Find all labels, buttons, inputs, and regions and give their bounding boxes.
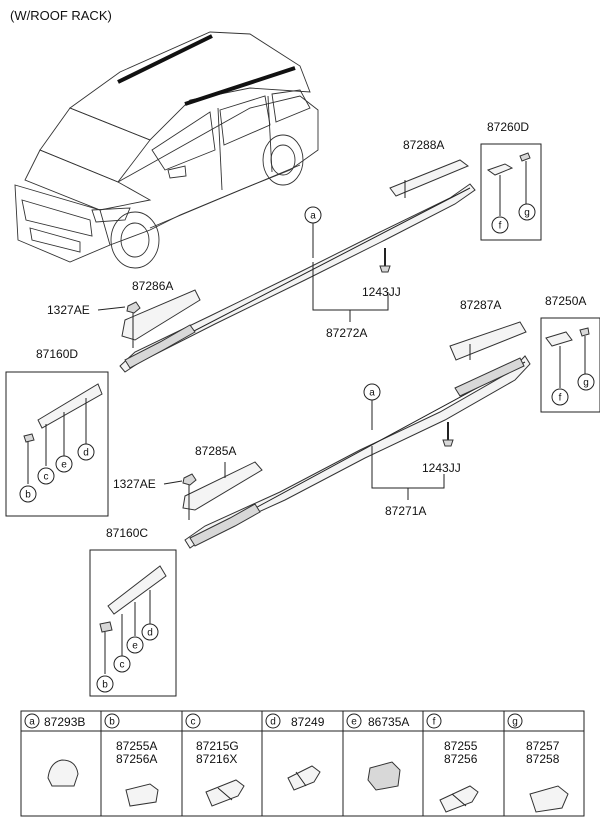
svg-text:f: f <box>433 717 436 728</box>
clip-87249-illustration <box>287 765 321 791</box>
callout-87287A: 87287A <box>460 298 501 312</box>
pad-86735A-illustration <box>367 761 401 791</box>
detail-box-87250A <box>540 317 600 413</box>
svg-text:c: c <box>191 717 196 728</box>
svg-text:87258: 87258 <box>526 752 560 766</box>
callout-87260D: 87260D <box>487 120 529 134</box>
marker-a-lower: a <box>363 383 381 401</box>
callout-87285A: 87285A <box>195 444 236 458</box>
upper-rail-assembly <box>119 159 476 373</box>
marker-g-87260D: g <box>518 203 536 221</box>
vehicle-illustration <box>14 31 319 269</box>
svg-text:f: f <box>499 221 502 232</box>
callout-87160D: 87160D <box>36 347 78 361</box>
legend-cell-c: c 87215G 87216X <box>185 713 245 807</box>
callout-1327AE-bottom: 1327AE <box>113 477 156 491</box>
svg-text:87256A: 87256A <box>116 752 157 766</box>
marker-b-87160C: b <box>96 675 114 693</box>
bracket-87255-illustration <box>439 785 479 813</box>
marker-c-87160C: c <box>113 655 131 673</box>
legend-table: a 87293B b 87255A 87256A c 87215G 87216X… <box>20 710 585 817</box>
callout-87272A: 87272A <box>326 326 367 340</box>
rear-cover-87287A <box>449 321 527 361</box>
svg-text:87255A: 87255A <box>116 739 157 753</box>
svg-text:g: g <box>512 717 518 728</box>
svg-text:d: d <box>147 628 153 639</box>
clip-g-87250A <box>579 327 590 337</box>
front-cover-87286A <box>121 289 201 341</box>
svg-text:86735A: 86735A <box>368 715 409 729</box>
rear-cover-87288A <box>389 159 469 197</box>
callout-87160C: 87160C <box>106 526 148 540</box>
svg-text:87256: 87256 <box>444 752 478 766</box>
marker-g-87250A: g <box>577 373 595 391</box>
clip-g-87260D <box>519 152 531 162</box>
detail-box-87260D <box>480 143 542 241</box>
callout-87250A: 87250A <box>545 294 586 308</box>
svg-text:87257: 87257 <box>526 739 560 753</box>
detail-box-87160C <box>89 549 177 697</box>
svg-text:b: b <box>102 680 108 691</box>
callout-87286A: 87286A <box>132 279 173 293</box>
end-cap-87160C <box>107 565 167 615</box>
cap-87293B-illustration <box>47 759 79 787</box>
lower-rail-assembly <box>182 321 531 549</box>
svg-text:e: e <box>351 717 357 728</box>
svg-text:e: e <box>132 641 138 652</box>
legend-cell-f: f 87255 87256 <box>426 713 479 813</box>
marker-a-upper: a <box>304 206 322 224</box>
marker-b-87160D: b <box>19 485 37 503</box>
marker-e-87160C: e <box>126 636 144 654</box>
svg-text:g: g <box>524 208 530 219</box>
marker-f-87250A: f <box>551 388 569 406</box>
svg-text:c: c <box>44 472 49 483</box>
marker-f-87260D: f <box>491 216 509 234</box>
svg-text:87216X: 87216X <box>196 752 237 766</box>
marker-d-87160D: d <box>77 443 95 461</box>
svg-text:g: g <box>583 378 589 389</box>
legend-cell-a: a 87293B <box>24 713 85 787</box>
legend-cell-g: g 87257 87258 <box>507 713 569 813</box>
detail-box-87160D <box>5 371 109 517</box>
svg-text:f: f <box>559 393 562 404</box>
svg-text:d: d <box>270 717 276 728</box>
callout-1327AE-top: 1327AE <box>47 303 90 317</box>
bracket-87255A-illustration <box>125 783 159 807</box>
callout-87288A: 87288A <box>403 138 444 152</box>
svg-text:d: d <box>83 448 89 459</box>
legend-cell-b: b 87255A 87256A <box>104 713 159 807</box>
end-cap-87160D <box>37 383 103 429</box>
svg-text:b: b <box>109 717 115 728</box>
legend-cell-e: e 86735A <box>346 713 409 791</box>
bracket-f-87250A <box>545 331 573 347</box>
bracket-f-87260D <box>486 163 514 176</box>
callout-1243JJ-top: 1243JJ <box>362 285 401 299</box>
cover-87257-illustration <box>529 785 569 813</box>
clip-87215G-illustration <box>205 779 245 807</box>
front-cover-87285A <box>182 461 263 511</box>
marker-d-87160C: d <box>141 623 159 641</box>
svg-text:b: b <box>25 490 31 501</box>
callout-1243JJ-bottom: 1243JJ <box>422 461 461 475</box>
svg-text:e: e <box>61 460 67 471</box>
marker-c-87160D: c <box>37 467 55 485</box>
nut-1327AE-bottom <box>182 473 197 486</box>
svg-text:c: c <box>120 660 125 671</box>
svg-text:a: a <box>369 388 375 399</box>
svg-text:a: a <box>29 717 35 728</box>
svg-text:87249: 87249 <box>291 715 325 729</box>
nut-1327AE-top <box>126 301 141 314</box>
callout-87271A: 87271A <box>385 504 426 518</box>
svg-text:a: a <box>310 211 316 222</box>
svg-text:87255: 87255 <box>444 739 478 753</box>
legend-cell-d: d 87249 <box>265 713 325 791</box>
diagram-title: (W/ROOF RACK) <box>10 8 112 23</box>
roof-rail-left-highlight <box>117 34 213 84</box>
svg-text:87215G: 87215G <box>196 739 239 753</box>
roof-rail-right-highlight <box>184 66 296 106</box>
marker-e-87160D: e <box>55 455 73 473</box>
svg-text:87293B: 87293B <box>44 715 85 729</box>
